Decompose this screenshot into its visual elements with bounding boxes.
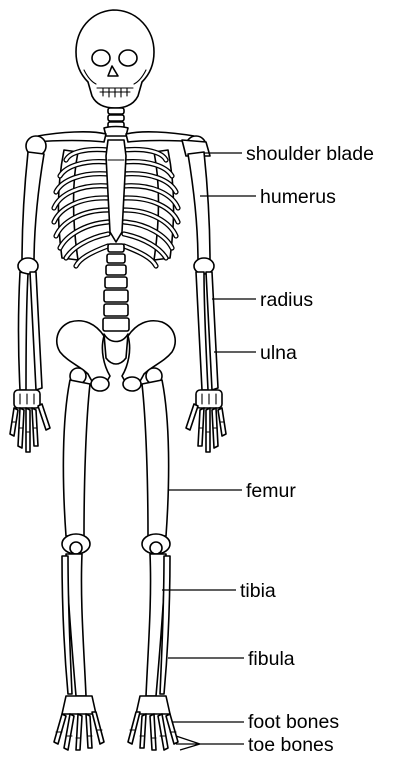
toe-bones-leader (176, 736, 244, 750)
ulna-label: ulna (260, 342, 297, 364)
spine (103, 244, 129, 331)
humerus-label: humerus (260, 186, 336, 208)
shoulder-blade-label: shoulder blade (246, 143, 374, 165)
foot-bones-label: foot bones (248, 711, 339, 733)
right-arm (186, 152, 226, 452)
fibula-label: fibula (248, 648, 295, 670)
toe-bones-label: toe bones (248, 734, 334, 756)
femur-label: femur (246, 480, 296, 502)
right-leg (128, 380, 178, 750)
neck-vertebrae (104, 108, 128, 136)
radius-label: radius (260, 289, 313, 311)
left-leg (54, 380, 104, 750)
sternum (106, 140, 126, 242)
left-arm (10, 152, 50, 452)
tibia-label: tibia (240, 580, 276, 602)
skull (76, 10, 154, 108)
sacrum (104, 334, 128, 364)
labels: shoulder blade humerus radius ulna femur… (240, 143, 374, 756)
